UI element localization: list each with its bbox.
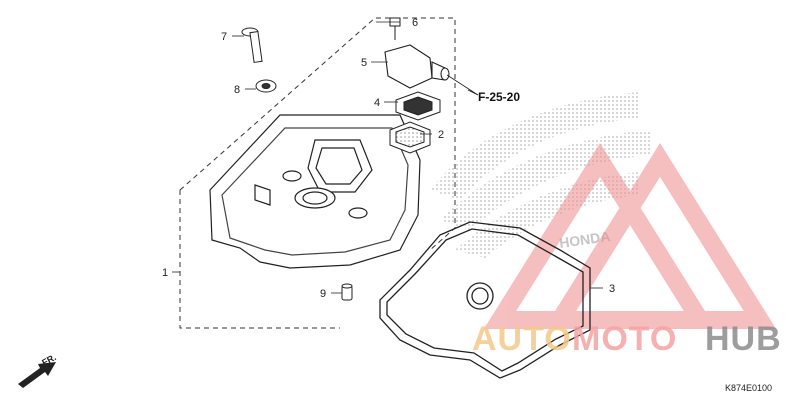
front-direction-arrow-icon: [18, 362, 56, 388]
dowel-9-part: [341, 283, 353, 301]
bolt-6-part: [389, 17, 401, 40]
figure-reference: F-25-20: [478, 90, 520, 104]
cylinder-head-cover: [209, 114, 421, 269]
callout-5: 5: [361, 57, 367, 69]
callout-8: 8: [234, 84, 240, 96]
callout-2: 2: [438, 129, 444, 141]
watermark-auto: AUTO: [472, 320, 572, 358]
washer-8-part: [255, 79, 277, 93]
callout-labels: 1 2 3 4 5 6 7 8 9: [162, 17, 615, 300]
front-direction-label: FR.: [40, 352, 57, 368]
callout-1: 1: [162, 267, 168, 279]
head-cover-gasket: [379, 221, 591, 379]
callout-6: 6: [412, 17, 418, 29]
callout-4: 4: [374, 97, 380, 109]
breather-seal-part: [395, 91, 441, 121]
watermark-hub: HUB: [705, 320, 782, 358]
leader-lines: [172, 21, 603, 294]
breather-joint-part: [384, 44, 450, 89]
diagram-code: K874E0100: [725, 383, 772, 393]
assembly-frame: [179, 17, 456, 329]
watermark-moto: MOTO: [572, 320, 677, 358]
callout-9: 9: [320, 288, 326, 300]
callout-3: 3: [609, 283, 615, 295]
watermark-text: AUTO MOTO HUB: [472, 320, 782, 358]
mesh-plate-part: [389, 121, 431, 154]
callout-7: 7: [221, 31, 227, 43]
bolt-7-part: [241, 27, 263, 63]
watermark-logo-icon: [483, 143, 777, 329]
